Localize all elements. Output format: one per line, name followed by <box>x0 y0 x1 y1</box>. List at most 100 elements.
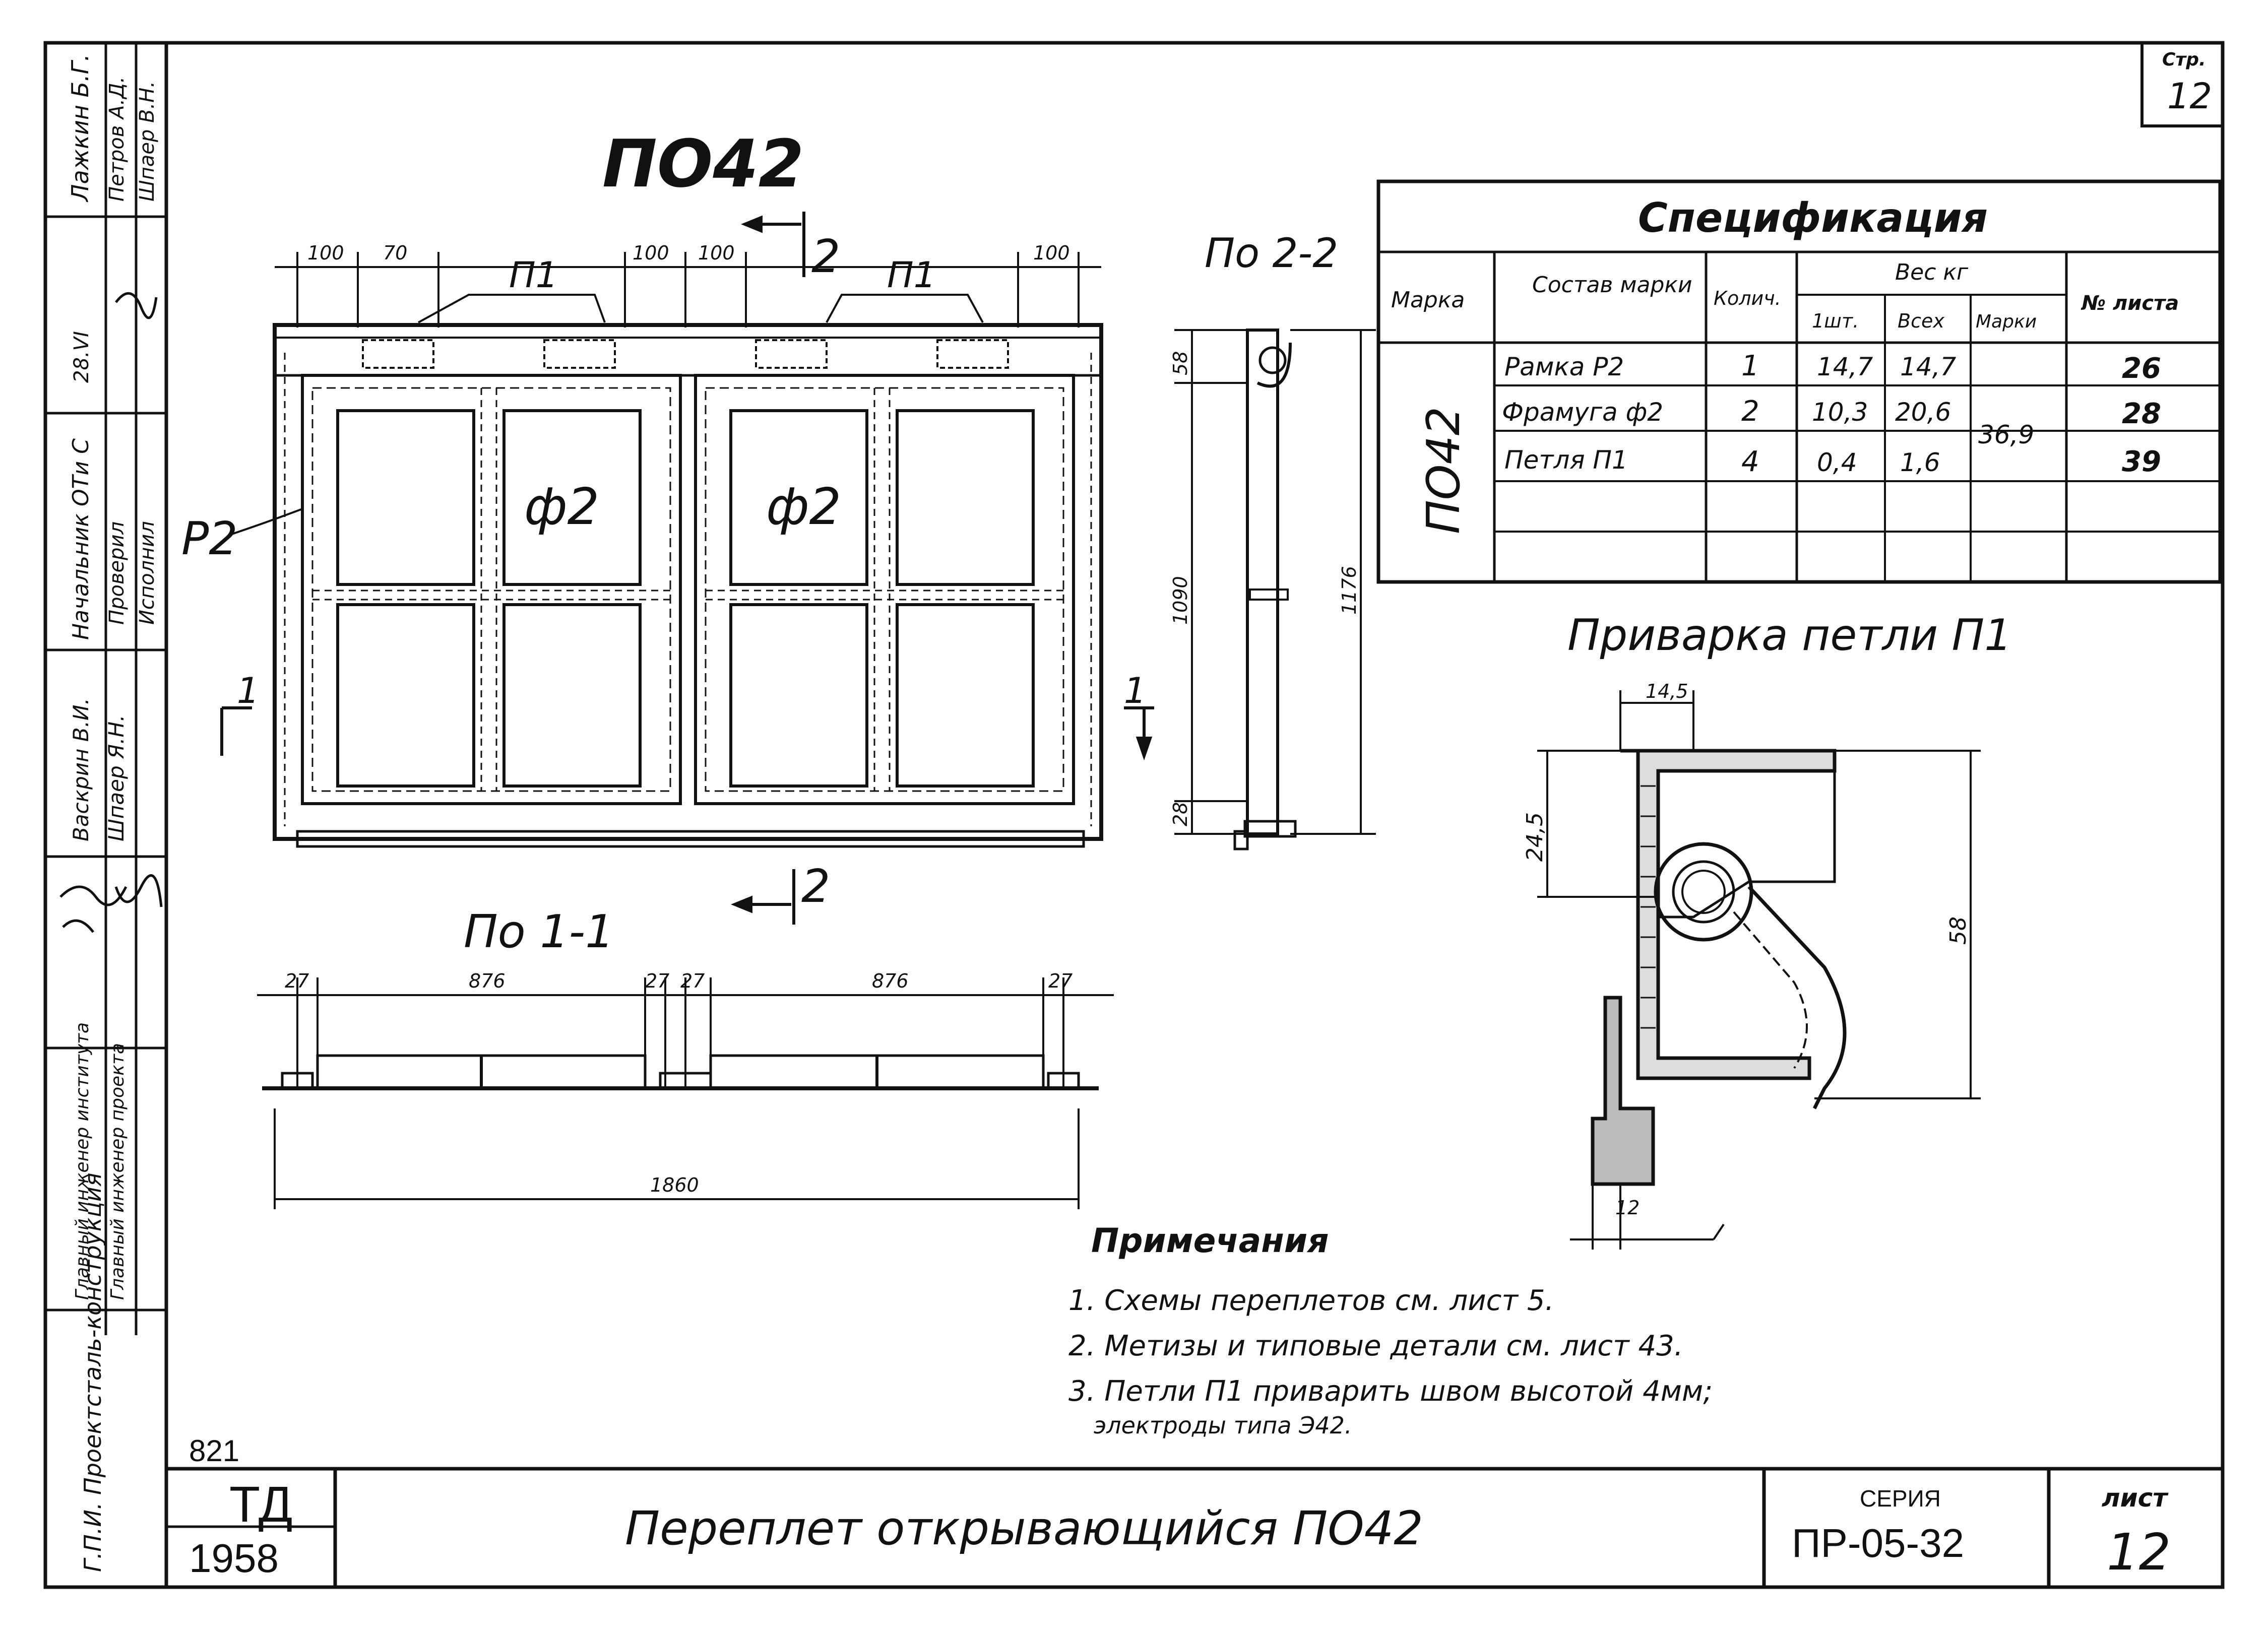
frame-label: Р2 <box>181 512 238 565</box>
note-3b: электроды типа Э42. <box>1094 1412 1352 1439</box>
section-1-left: 1 <box>237 670 260 711</box>
hinge-label-right: П1 <box>887 254 936 296</box>
signature-3 <box>115 292 158 319</box>
sidebar-name-1: Лажкин Б.Г. <box>67 54 94 203</box>
spec-row3-qty: 4 <box>1741 445 1759 478</box>
s11-dim-5: 876 <box>872 970 909 992</box>
note-3: 3. Петли П1 приварить швом высотой 4мм; <box>1068 1375 1713 1408</box>
sidebar-name-2: Петров А.Д. <box>105 77 129 202</box>
spec-row1-qty: 1 <box>1741 350 1759 382</box>
s22-dim-4: 1176 <box>1338 566 1360 615</box>
spec-table-grid <box>1376 179 2222 584</box>
s22-dim-1: 58 <box>1169 351 1191 375</box>
sidebar-name-3: Шпаер В.Н. <box>136 81 159 202</box>
stamp-top: 821 <box>189 1434 239 1468</box>
weld-dim-1: 14,5 <box>1646 680 1688 702</box>
sidebar-role-5: Исполнил <box>136 521 159 625</box>
spec-row2-wall: 20,6 <box>1895 398 1951 427</box>
spec-mark-weight: 36,9 <box>1978 420 2034 449</box>
section-1-right: 1 <box>1124 670 1147 711</box>
top-dim-1: 100 <box>307 242 344 264</box>
view-11-label: По 1-1 <box>464 905 614 958</box>
s11-dim-4: 27 <box>680 970 705 992</box>
top-dim-3: 100 <box>633 242 669 264</box>
hinge-label-left: П1 <box>509 254 558 296</box>
note-1: 1. Схемы переплетов см. лист 5. <box>1068 1284 1554 1317</box>
sidebar: Лажкин Б.Г. Петров А.Д. Шпаер В.Н. 28.VI… <box>59 54 163 1573</box>
window-elevation <box>273 323 1103 848</box>
top-dim-4: 100 <box>698 242 735 264</box>
weld-title: Приварка петли П1 <box>1567 610 2012 661</box>
spec-header-qty: Колич. <box>1714 287 1781 309</box>
sidebar-role-3: Начальник ОТи С <box>68 438 94 640</box>
s11-dim-2: 876 <box>469 970 506 992</box>
sidebar-role-4: Проверил <box>105 521 129 625</box>
spec-row3-wall: 1,6 <box>1900 448 1940 477</box>
s22-dim-2: 1090 <box>1169 576 1191 625</box>
spec-header-composition: Состав марки <box>1532 272 1692 298</box>
drawing-name: Переплет открывающийся ПО42 <box>625 1501 1423 1555</box>
view-22-label: По 2-2 <box>1205 230 1338 277</box>
frame-leader <box>231 508 303 535</box>
top-dim-5: 100 <box>1033 242 1070 264</box>
spec-row2-w1: 10,3 <box>1812 398 1868 427</box>
sheet-frame <box>43 41 2225 1589</box>
sidebar-org: Г.П.И. Проектсталь-конструкция <box>79 1173 106 1573</box>
signature-2 <box>114 874 163 907</box>
title-block-grid <box>166 1467 2223 1587</box>
spec-row2-qty: 2 <box>1741 395 1759 428</box>
s11-dim-6: 27 <box>1048 970 1073 992</box>
sidebar-role-2: Главный инженер проекта <box>107 1043 128 1300</box>
sheet-number-box: Стр. 12 <box>2140 41 2224 127</box>
spec-row3-w1: 0,4 <box>1817 448 1857 477</box>
spec-header-w-all: Всех <box>1898 310 1944 332</box>
sheet-value: 12 <box>2107 1523 2171 1582</box>
section-mark-bottom <box>731 869 795 925</box>
note-2: 2. Метизы и типовые детали см. лист 43. <box>1068 1330 1683 1362</box>
overall-width: 1860 <box>650 1174 699 1196</box>
weld-dims <box>1537 690 1981 1250</box>
s22-dim-3: 28 <box>1169 802 1191 826</box>
spec-row3-name: Петля П1 <box>1504 445 1628 475</box>
section-2-bottom: 2 <box>801 860 830 913</box>
spec-header-w-one: 1шт. <box>1812 310 1859 332</box>
spec-row1-sheet: 26 <box>2122 352 2161 385</box>
sheet-label: лист <box>2102 1483 2169 1513</box>
top-dim-2: 70 <box>383 242 407 264</box>
spec-header-weight: Вес кг <box>1895 259 1969 285</box>
top-dimension-line <box>275 252 1101 328</box>
sidebar-role-1: Главный инженер института <box>72 1022 93 1300</box>
section-2-top: 2 <box>811 230 840 283</box>
weld-dim-3: 58 <box>1945 917 1971 945</box>
series-value: ПР-05-32 <box>1792 1521 1964 1565</box>
spec-row3-sheet: 39 <box>2122 445 2161 478</box>
sheet-box-number: 12 <box>2167 76 2212 117</box>
series-label: СЕРИЯ <box>1860 1485 1941 1512</box>
stamp-mid: ТД <box>229 1476 293 1533</box>
signature-1 <box>59 885 128 933</box>
section-mark-1 <box>220 706 1154 761</box>
spec-header-w-mark: Марки <box>1976 311 2037 332</box>
sash-label-left: ф2 <box>524 477 599 536</box>
section-22-view <box>1233 329 1297 850</box>
s11-dim-3: 27 <box>645 970 669 992</box>
s11-dim-1: 27 <box>285 970 309 992</box>
spec-row2-sheet: 28 <box>2122 398 2161 430</box>
spec-mark-value: ПО42 <box>1417 407 1470 534</box>
hinge-leaders <box>418 294 984 323</box>
spec-row2-name: Фрамуга ф2 <box>1502 398 1663 427</box>
spec-row1-name: Рамка Р2 <box>1504 352 1624 381</box>
section-11-view <box>262 1054 1099 1090</box>
notes-title: Примечания <box>1091 1221 1329 1260</box>
sash-label-right: ф2 <box>766 477 841 536</box>
sidebar-name-5: Шпаер Я.Н. <box>104 715 129 841</box>
weld-detail <box>1591 749 1847 1186</box>
spec-header-sheet: № листа <box>2081 292 2179 315</box>
weld-dim-2: 24,5 <box>1522 812 1548 862</box>
drawing-title: ПО42 <box>602 125 804 202</box>
stamp-year: 1958 <box>189 1536 279 1581</box>
spec-title: Спецификация <box>1638 194 1988 241</box>
spec-row1-w1: 14,7 <box>1817 352 1873 381</box>
section-22-dims <box>1174 329 1376 835</box>
